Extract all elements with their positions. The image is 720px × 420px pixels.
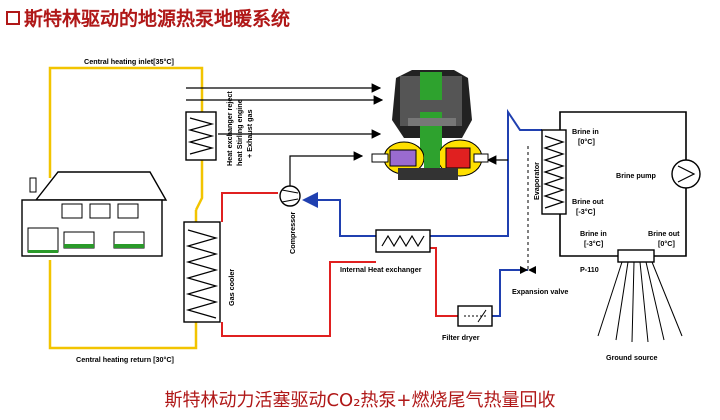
expansion-valve <box>520 266 536 274</box>
brine-pump <box>671 159 701 189</box>
hot-water-loop <box>48 66 204 350</box>
label-ground-source: Ground source <box>606 353 658 362</box>
label-brine-out-right: Brine out <box>648 229 680 238</box>
house <box>21 171 168 257</box>
filter-dryer <box>457 305 493 327</box>
evaporator <box>541 129 567 215</box>
label-gas-cooler: Gas cooler <box>227 269 236 306</box>
brine-loop <box>559 111 687 257</box>
label-hx-reject-1: Heat exchanger reject <box>225 91 234 166</box>
page-title: 斯特林驱动的地源热泵地暖系统 <box>6 4 290 31</box>
house-window <box>61 203 83 219</box>
stirling-engine <box>371 70 489 180</box>
label-brine-in-bottom-temp: [-3°C] <box>584 239 603 248</box>
house-door <box>27 227 59 253</box>
diagram-labels: Central heating inlet[35°C] Central heat… <box>76 57 680 364</box>
label-internal-hx: Internal Heat exchanger <box>340 265 422 274</box>
house-window <box>117 203 139 219</box>
house-window <box>89 203 111 219</box>
label-hx-reject-3: + Exhaust gas <box>245 109 254 158</box>
label-brine-in-top: Brine in <box>572 127 599 136</box>
label-compressor: Compressor <box>288 211 297 254</box>
label-brine-in-bottom: Brine in <box>580 229 607 238</box>
label-p110: P-110 <box>580 265 599 274</box>
label-filter-dryer: Filter dryer <box>442 333 480 342</box>
ground-manifold <box>597 249 683 343</box>
label-brine-pump: Brine pump <box>616 171 657 180</box>
label-brine-out-left: Brine out <box>572 197 604 206</box>
compressor <box>279 185 301 207</box>
footer-caption: 斯特林动力活塞驱动CO₂热泵+燃烧尾气热量回收 <box>164 390 556 411</box>
label-expansion-valve: Expansion valve <box>512 287 568 296</box>
label-brine-in-top-temp: [0°C] <box>578 137 595 146</box>
label-central-inlet: Central heating inlet[35°C] <box>84 57 174 66</box>
label-central-return: Central heating return [30°C] <box>76 355 174 364</box>
hot-refrigerant-lines <box>221 192 458 337</box>
label-brine-out-right-temp: [0°C] <box>658 239 675 248</box>
cold-refrigerant-lines <box>302 108 542 317</box>
signal-arrows <box>186 83 529 270</box>
internal-heat-exchanger <box>375 229 431 253</box>
page-title-text: 斯特林驱动的地源热泵地暖系统 <box>24 8 291 30</box>
gas-cooler <box>183 221 221 323</box>
label-evaporator: Evaporator <box>532 162 541 200</box>
label-hx-reject-2: heat Stirling engine <box>235 99 244 166</box>
heat-exchanger-reject <box>185 111 217 161</box>
label-brine-out-left-temp: [-3°C] <box>576 207 595 216</box>
checkbox-bullet-icon <box>6 10 20 25</box>
